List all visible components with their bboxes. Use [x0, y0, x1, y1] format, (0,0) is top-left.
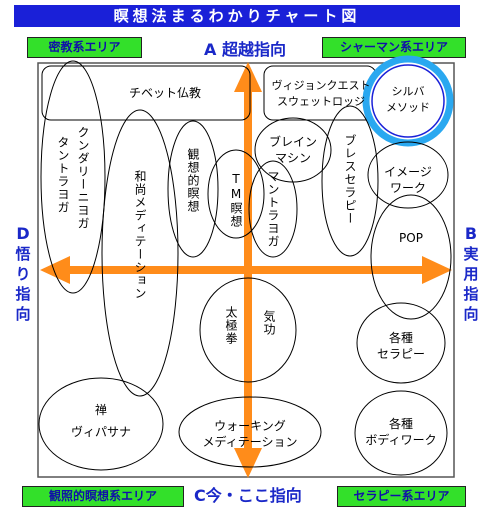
label-tm: TM瞑想 [229, 172, 243, 228]
label-tibetan: チベット仏教 [128, 86, 201, 100]
label-mantra: マントラヨガ [266, 170, 280, 248]
breath-ellipse [321, 105, 379, 257]
arrow-right-head [422, 256, 452, 284]
tibetan-box [41, 65, 251, 121]
label-kanso: 観想的瞑想 [186, 148, 200, 213]
label-therapy: 各種セラピー [376, 331, 425, 361]
area-label-esoteric: 密教系エリア [27, 37, 142, 58]
tm-ellipse [207, 149, 265, 239]
image-work-ellipse [367, 141, 449, 209]
kundalini-ellipse [40, 60, 106, 294]
arrow-left-head [40, 256, 70, 284]
label-taichi: 太極拳 [224, 306, 238, 345]
area-label-shaman: シャーマン系エリア [322, 37, 466, 58]
pop-ellipse [370, 194, 452, 320]
bodywork-ellipse [354, 390, 448, 476]
label-zen: 禅ヴィパサナ [70, 403, 131, 439]
silva-circle [362, 55, 454, 147]
therapy-ellipse [356, 302, 446, 384]
mantra-ellipse [248, 160, 298, 258]
chart-title: 瞑想法まるわかりチャート図 [14, 5, 460, 27]
label-bodywork: 各種ボディワーク [365, 417, 437, 447]
label-walking: ウォーキングメディテーション [202, 419, 298, 449]
walking-ellipse [178, 396, 322, 468]
area-label-contemplative: 観照的瞑想系エリア [22, 486, 184, 507]
label-silva: シルバメソッド [386, 85, 430, 114]
label-image-work: イメージワーク [384, 165, 432, 195]
label-osho: 和尚メディテーション [133, 170, 147, 300]
chart-frame [37, 62, 455, 478]
arrow-down-head [234, 448, 262, 478]
label-vision-quest: ヴィジョンクエストスウェットロッジ [271, 79, 371, 108]
label-breath: ブレスセラピー [343, 134, 357, 225]
zen-ellipse [38, 377, 164, 471]
label-pop: POP [399, 231, 423, 245]
taichi-ellipse [199, 277, 297, 383]
label-kundalini: クンダリーニヨガ [76, 126, 90, 230]
arrow-up-head [234, 62, 262, 92]
label-brain-machine: ブレインマシン [268, 135, 317, 165]
label-tantra: タントラヨガ [56, 136, 70, 214]
axis-label-a: A 超越指向 [204, 40, 286, 59]
axis-label-c: C今・ここ指向 [194, 486, 302, 505]
kanso-ellipse [167, 120, 219, 258]
osho-ellipse [101, 109, 179, 397]
area-label-therapy: セラピー系エリア [337, 486, 466, 507]
label-kikou: 気功 [262, 310, 276, 336]
